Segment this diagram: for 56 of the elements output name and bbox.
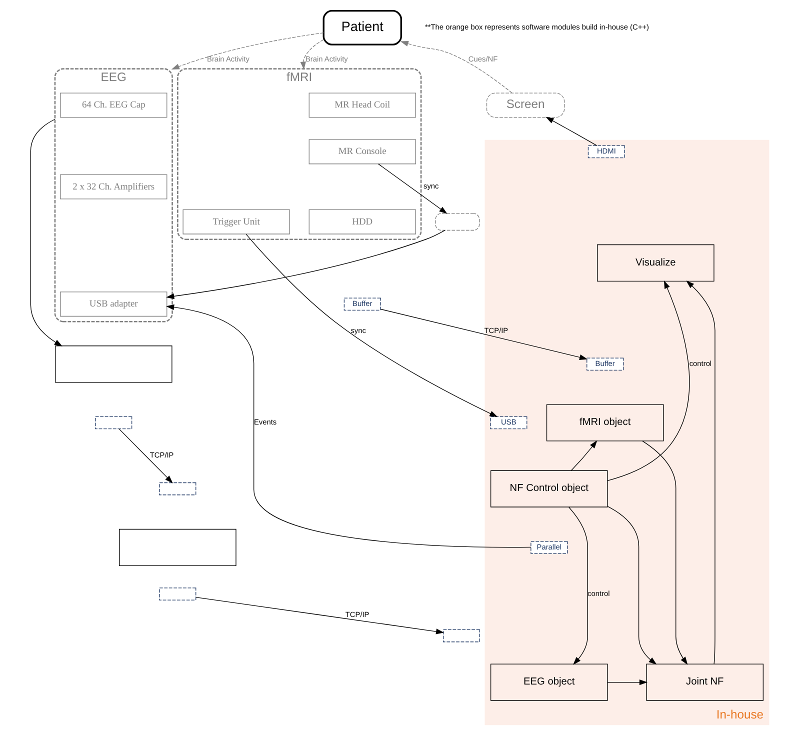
edge-label: TCP/IP: [149, 450, 174, 460]
arrow: [377, 164, 447, 214]
arrow: [166, 230, 445, 300]
arrow: [166, 304, 531, 548]
node-box: HDMI: [587, 145, 624, 158]
arrow: [118, 428, 172, 484]
arrow: [545, 116, 597, 146]
node-box: Buffer: [586, 358, 624, 370]
edge-label: Brain Activity: [304, 54, 348, 64]
node-box: Parallel: [530, 541, 568, 554]
arrow: [170, 32, 324, 70]
node-box: 2 x 32 Ch. Amplifiers: [60, 174, 167, 200]
arrow: [606, 679, 648, 686]
arrow: [606, 506, 656, 665]
arrow: [300, 39, 324, 70]
edge-label: TCP/IP: [344, 610, 369, 619]
arrow: [570, 440, 597, 471]
node-box: [94, 416, 132, 430]
edge-label: sync: [350, 326, 366, 335]
arrow: [195, 596, 444, 634]
node-box: fMRI object: [546, 404, 664, 442]
arrow: [245, 234, 498, 418]
arrow: [686, 280, 715, 664]
node-box: MR Head Coil: [308, 92, 416, 118]
node-box: Buffer: [343, 298, 380, 310]
edge-label: Cues/NF: [468, 54, 498, 64]
node-box: Screen: [486, 92, 564, 118]
node-box: [54, 346, 172, 383]
arrow: [642, 440, 688, 665]
node-box: MR Console: [308, 139, 416, 164]
node-box: [442, 629, 480, 642]
arrow: [400, 40, 512, 94]
node-box: [158, 482, 196, 496]
edge-label: control: [688, 358, 712, 368]
arrow: [380, 308, 588, 360]
node-box: [118, 528, 236, 566]
node-box: EEG object: [490, 664, 608, 701]
node-box: [434, 213, 480, 231]
node-box: Trigger Unit: [182, 209, 290, 234]
label: **The orange box represents software modules build in-house (C++): [424, 22, 648, 32]
node-box: Joint NF: [646, 664, 764, 701]
node-box: USB: [490, 416, 527, 430]
node-box: Patient: [322, 10, 402, 46]
node-box: [158, 588, 196, 600]
arrow: [30, 118, 62, 346]
edge-label: sync: [423, 182, 438, 191]
node-box: 64 Ch. EEG Cap: [60, 92, 167, 118]
node-box: USB adapter: [60, 292, 167, 317]
node-box: NF Control object: [490, 470, 608, 508]
edge-label: TCP/IP: [484, 326, 508, 335]
arrow: [606, 280, 690, 481]
edge-label: Events: [253, 418, 276, 427]
edge-label: Brain Activity: [206, 54, 249, 64]
node-box: Visualize: [596, 244, 714, 282]
arrow: [568, 506, 588, 665]
node-box: HDD: [308, 209, 416, 234]
